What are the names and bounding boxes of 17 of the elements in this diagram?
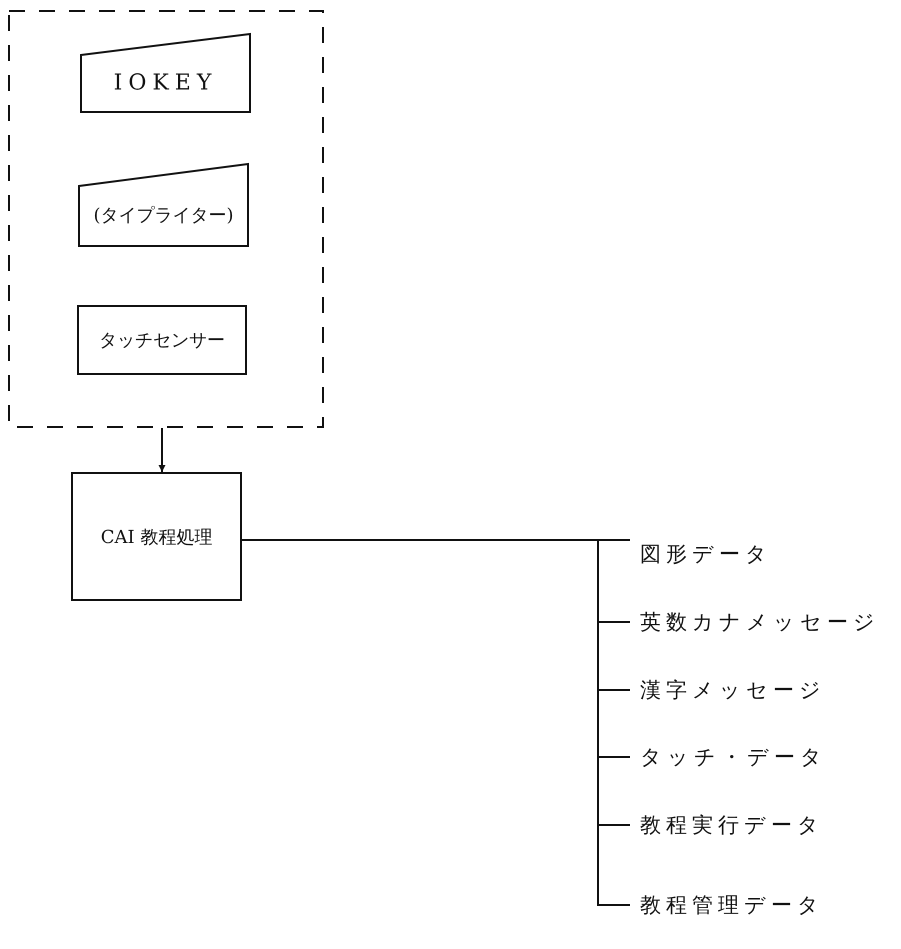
box-label: IOKEY [114,70,218,95]
box-label: CAI 教程処理 [100,526,212,548]
data-label: 漢字メッセージ [640,677,826,704]
box-label: (タイプライター) [93,204,234,227]
connector-line [242,539,630,906]
box-label: タッチセンサー [99,329,225,352]
dashed-group-box [8,10,324,428]
input-device-box [78,163,249,247]
data-label: 教程実行データ [640,812,824,839]
data-label: 英数カナメッセージ [640,609,880,636]
data-label: 図形データ [640,541,772,568]
data-label: タッチ・データ [640,744,827,771]
input-device-box [80,33,251,113]
process-box [77,305,247,375]
process-box [71,472,242,601]
arrow [158,428,166,472]
data-label: 教程管理データ [640,892,824,919]
